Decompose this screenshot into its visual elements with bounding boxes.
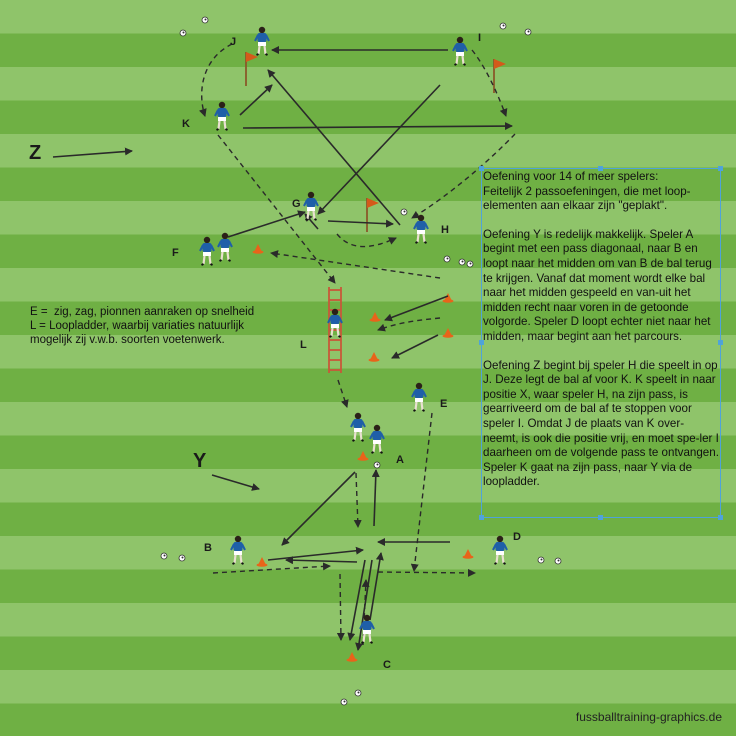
grass-stripe xyxy=(0,435,736,470)
box-handle[interactable] xyxy=(718,166,723,171)
grass-stripe xyxy=(0,469,736,503)
grass-stripe xyxy=(0,368,736,403)
grass-stripe xyxy=(0,670,736,704)
grass-stripe xyxy=(0,100,736,135)
legend-l: L = Loopladder, waarbij variaties natuur… xyxy=(30,320,248,346)
player-label-l: L xyxy=(300,339,307,351)
grass-stripe xyxy=(0,234,736,269)
grass-stripe xyxy=(0,502,736,537)
player-label-h: H xyxy=(441,224,449,236)
player-label-k: K xyxy=(182,118,190,130)
box-handle[interactable] xyxy=(479,515,484,520)
description-intro: Oefening voor 14 of meer spelers: Feitel… xyxy=(483,170,691,213)
box-handle[interactable] xyxy=(598,166,603,171)
legend-e: E = zig, zag, pionnen aanraken op snelhe… xyxy=(30,306,255,318)
legend: E = zig, zag, pionnen aanraken op snelhe… xyxy=(30,305,280,347)
grass-stripe xyxy=(0,0,736,34)
grass-stripe xyxy=(0,636,736,671)
player-label-g: G xyxy=(292,198,301,210)
grass-stripe xyxy=(0,703,736,736)
grass-stripe xyxy=(0,301,736,336)
description-exercise-z: Oefening Z begint bij speler H die speel… xyxy=(483,358,723,489)
run-arrows xyxy=(198,43,516,646)
player-label-a: A xyxy=(396,454,404,466)
player-label-j: J xyxy=(230,36,237,48)
player-label-b: B xyxy=(204,542,212,554)
box-handle[interactable] xyxy=(718,515,723,520)
box-handle[interactable] xyxy=(598,515,603,520)
grass-stripe xyxy=(0,268,736,302)
exercise-label-z: Z xyxy=(29,142,42,164)
grass-stripe xyxy=(0,67,736,101)
grass-stripe xyxy=(0,536,736,570)
grass-stripe xyxy=(0,402,736,436)
player-label-c: C xyxy=(383,659,391,671)
grass-stripe xyxy=(0,335,736,369)
exercise-label-y: Y xyxy=(193,450,207,472)
speed-ladder xyxy=(328,287,342,373)
player-label-f: F xyxy=(172,247,179,259)
player-label-i: I xyxy=(478,32,482,44)
grass-stripe xyxy=(0,134,736,168)
grass-stripe xyxy=(0,167,736,202)
box-handle[interactable] xyxy=(718,340,723,345)
credit: fussballtraining-graphics.de xyxy=(575,710,722,724)
description-exercise-y: Oefening Y is redelijk makkelijk. Speler… xyxy=(483,227,716,343)
player-label-d: D xyxy=(513,531,521,543)
player-label-e: E xyxy=(440,398,448,410)
box-handle[interactable] xyxy=(479,340,484,345)
box-handle[interactable] xyxy=(479,166,484,171)
description-box: Oefening voor 14 of meer spelers: Feitel… xyxy=(481,168,721,518)
